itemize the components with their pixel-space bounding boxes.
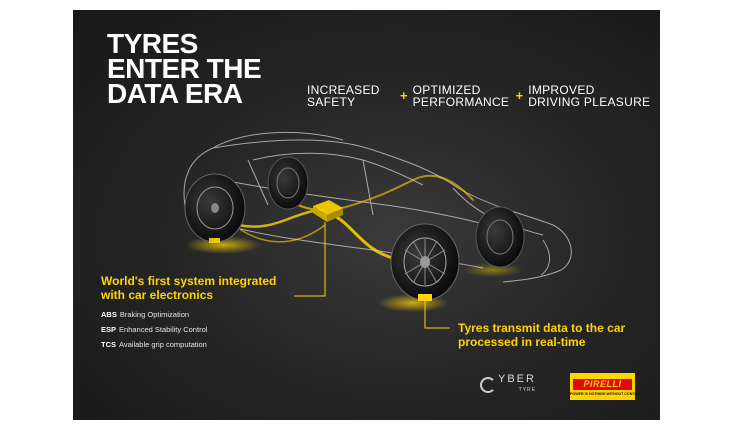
headline: TYRES ENTER THE DATA ERA (107, 28, 262, 109)
headline-line: TYRES (107, 28, 198, 59)
rear-right-tyre (390, 223, 460, 301)
system-item-text: Enhanced Stability Control (119, 325, 208, 334)
wheel-glow (185, 236, 261, 254)
transmit-heading: Tyres transmit data to the car processed… (458, 321, 625, 349)
callout-lines (294, 222, 450, 329)
transmit-heading-line: Tyres transmit data to the car (458, 321, 626, 335)
benefit-driving-pleasure: IMPROVED DRIVING PLEASURE (528, 84, 658, 108)
benefit-line: PERFORMANCE (412, 95, 510, 109)
system-item-text: Available grip computation (119, 340, 207, 349)
system-item-abbr: ESP (101, 325, 117, 334)
front-right-tyre (475, 206, 525, 268)
transmit-heading-line: processed in real-time (458, 335, 586, 349)
benefit-line: DRIVING PLEASURE (528, 95, 651, 109)
wheel-glow (463, 263, 523, 277)
infographic-panel: TYRES ENTER THE DATA ERA INCREASED SAFET… (73, 10, 660, 420)
system-heading: World's first system integrated with car… (101, 274, 276, 302)
benefit-performance: OPTIMIZED PERFORMANCE (413, 84, 513, 108)
sensor-chip-icon (418, 294, 432, 301)
headline-line: DATA ERA (107, 78, 243, 109)
headline-line: ENTER THE (107, 53, 262, 84)
cyber-main: YBER (498, 373, 536, 385)
cyber-c-icon (480, 377, 496, 393)
sensor-chip-icon (209, 238, 220, 243)
benefit-safety: INCREASED SAFETY (307, 84, 397, 108)
cyber-tyre-logo: YBER TYRE (480, 374, 536, 396)
pirelli-slogan: POWER IS NOTHING WITHOUT CONTROL (570, 392, 643, 396)
system-heading-line: World's first system integrated (101, 274, 277, 288)
car-illustration (183, 131, 572, 329)
benefits-row: INCREASED SAFETY + OPTIMIZED PERFORMANCE… (307, 84, 658, 108)
plus-icon: + (400, 88, 408, 103)
system-item-abbr: ABS (101, 310, 117, 319)
system-item-text: Braking Optimization (119, 310, 190, 319)
system-item-abbr: TCS (101, 340, 116, 349)
front-left-tyre (267, 156, 309, 210)
benefit-line: IMPROVED (528, 83, 595, 97)
benefit-line: OPTIMIZED (412, 83, 481, 97)
pirelli-wordmark: PIRELLI (573, 379, 632, 390)
cyber-tyre-wordmark: YBER TYRE (498, 374, 536, 396)
system-heading-line: with car electronics (101, 288, 214, 302)
cyber-sub: TYRE (518, 387, 536, 393)
benefit-line: INCREASED (307, 83, 380, 97)
pirelli-logo: PIRELLI POWER IS NOTHING WITHOUT CONTROL (570, 373, 643, 400)
rear-left-tyre (184, 173, 246, 243)
central-unit (313, 200, 343, 222)
benefit-line: SAFETY (307, 95, 356, 109)
plus-icon: + (515, 88, 524, 103)
